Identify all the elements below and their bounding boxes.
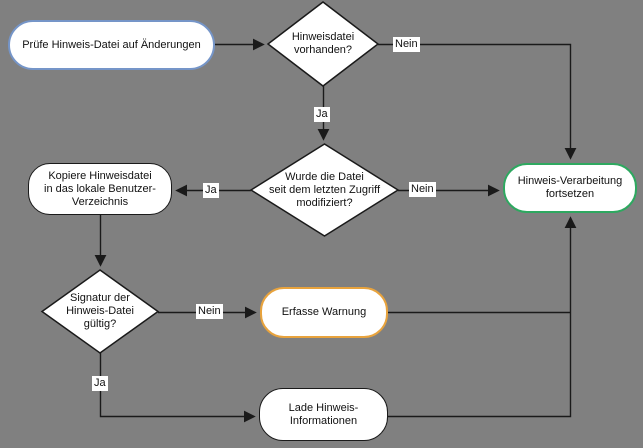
edge-label-signature-ja: Ja bbox=[92, 376, 108, 391]
diamond-shape bbox=[40, 269, 160, 354]
node-signature-valid-label: Signatur der Hinweis-Datei gültig? bbox=[66, 292, 134, 330]
node-continue-processing: Hinweis-Verarbeitung fortsetzen bbox=[503, 163, 637, 213]
node-copy-file: Kopiere Hinweisdatei in das lokale Benut… bbox=[28, 163, 172, 215]
edge-load-to-continue bbox=[388, 216, 577, 418]
node-signature-valid: Signatur der Hinweis-Datei gültig? bbox=[40, 269, 160, 354]
edge-label-exists-nein: Nein bbox=[393, 37, 420, 52]
node-modified-label: Wurde die Datei seit dem letzten Zugriff… bbox=[268, 170, 381, 209]
edge-label-modified-nein: Nein bbox=[409, 182, 436, 197]
node-file-exists-label: Hinweisdatei vorhanden? bbox=[291, 31, 355, 56]
edge-label-signature-nein: Nein bbox=[196, 304, 223, 319]
diamond-shape bbox=[266, 1, 380, 87]
node-check-file: Prüfe Hinweis-Datei auf Änderungen bbox=[8, 20, 215, 70]
diamond-shape bbox=[249, 143, 400, 237]
edge-label-exists-ja: Ja bbox=[314, 107, 330, 122]
node-load-info: Lade Hinweis- Informationen bbox=[259, 388, 388, 441]
node-log-warning: Erfasse Warnung bbox=[260, 287, 388, 338]
node-modified: Wurde die Datei seit dem letzten Zugriff… bbox=[249, 143, 400, 237]
edge-signature-yes-to-load bbox=[99, 353, 256, 423]
node-file-exists: Hinweisdatei vorhanden? bbox=[266, 1, 380, 87]
edge-exists-no-to-continue bbox=[378, 43, 577, 160]
edge-label-modified-ja: Ja bbox=[203, 183, 219, 198]
